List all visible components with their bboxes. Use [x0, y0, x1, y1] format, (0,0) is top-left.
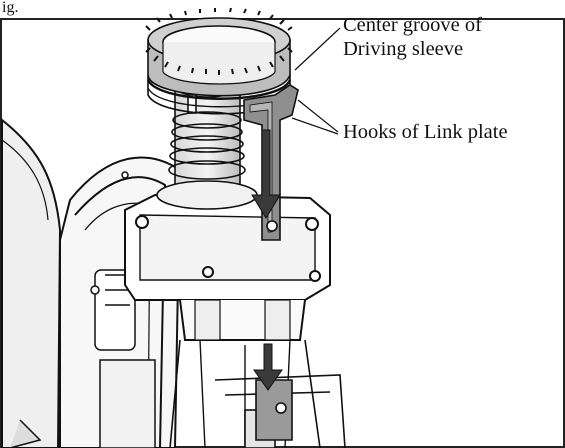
callout-center-groove-line1: Center groove of — [343, 14, 482, 36]
callout-hooks-of-link-plate: Hooks of Link plate — [343, 121, 508, 143]
driving-sleeve — [145, 7, 293, 115]
figure-caption: ig. — [2, 0, 18, 16]
link-plate-lower — [255, 379, 293, 441]
leader-lines — [291, 27, 341, 135]
callout-center-groove: Center groove of Driving sleeve — [343, 13, 482, 61]
link-plate — [243, 84, 299, 241]
down-arrow-upper — [251, 129, 281, 219]
callout-center-groove-line2: Driving sleeve — [343, 38, 464, 60]
down-arrow-lower — [253, 343, 283, 391]
housing-internal-parts — [9, 171, 156, 448]
